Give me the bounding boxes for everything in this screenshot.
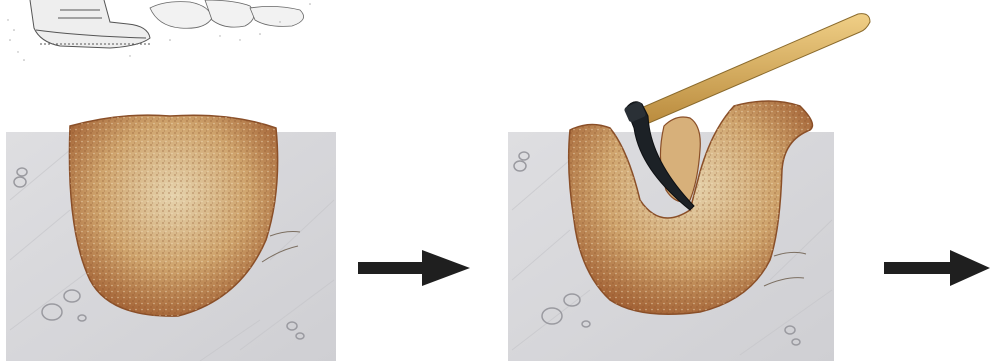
- soil-pit-panel: [6, 115, 336, 361]
- soil-pit-with-pick-panel: [508, 14, 870, 361]
- process-arrow-2: [884, 250, 990, 286]
- stone-sketch: [150, 0, 304, 28]
- process-arrow-1: [358, 250, 470, 286]
- top-sketch-illustration: [7, 0, 311, 61]
- boot-sketch: [30, 0, 150, 48]
